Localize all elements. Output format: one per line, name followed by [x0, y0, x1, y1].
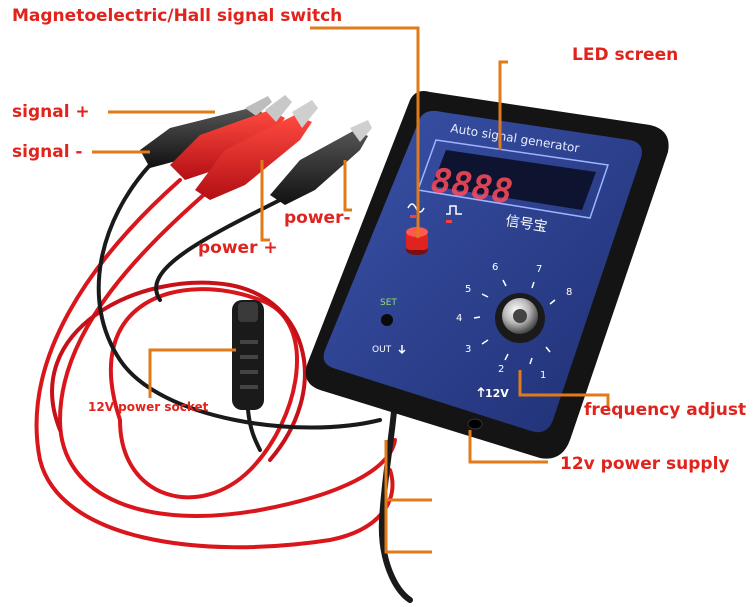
callout-signal-plus: signal +	[12, 102, 90, 122]
power-socket-plug	[232, 300, 264, 410]
dial-number: 5	[465, 284, 471, 295]
waveform-icons	[407, 203, 462, 223]
clip-power-minus	[270, 120, 372, 205]
voltage-arrow-icon	[477, 386, 485, 397]
black-wire	[378, 397, 413, 603]
dial-number: 1	[540, 370, 546, 381]
callout-frequency-adjust: frequency adjust	[584, 400, 747, 420]
red-wire	[108, 287, 299, 500]
callout-led-screen: LED screen	[572, 45, 679, 65]
black-wire	[96, 163, 382, 430]
frequency-knob[interactable]	[495, 293, 545, 343]
dial-number: 4	[456, 313, 462, 324]
set-button[interactable]	[381, 314, 393, 326]
callout-power-supply: 12v power supply	[560, 454, 730, 474]
red-wire	[34, 178, 395, 550]
signal-generator-device: Auto signal generator 8888 信号宝 SET OUT	[305, 91, 669, 459]
callout-power-minus: power-	[284, 208, 351, 228]
clip-signal-plus	[170, 95, 292, 180]
dial-number: 3	[465, 344, 471, 355]
callout-hall-signal-switch: Magnetoelectric/Hall signal switch	[12, 6, 343, 26]
red-wire	[57, 183, 397, 518]
device-chinese-name: 信号宝	[504, 213, 548, 235]
out-label: OUT	[372, 345, 392, 355]
callout-signal-minus: signal -	[12, 142, 83, 162]
voltage-label: 12V	[485, 387, 509, 400]
dial-number: 7	[536, 264, 542, 275]
dial-number: 2	[498, 364, 504, 375]
set-label: SET	[380, 298, 397, 308]
power-jack[interactable]	[467, 418, 483, 430]
red-wire	[50, 280, 307, 462]
dial-number: 8	[566, 287, 572, 298]
clip-power-plus	[195, 100, 318, 200]
callout-power-socket: 12V power socket	[88, 400, 209, 414]
black-wire	[154, 193, 292, 302]
test-leads	[34, 163, 413, 603]
out-arrow-icon	[398, 345, 406, 355]
callout-power-plus: power +	[198, 238, 278, 258]
leader-lines	[92, 26, 610, 554]
dial-number: 6	[492, 262, 498, 273]
frequency-dial: 1 2 3 4 5 6 7 8	[456, 262, 572, 381]
